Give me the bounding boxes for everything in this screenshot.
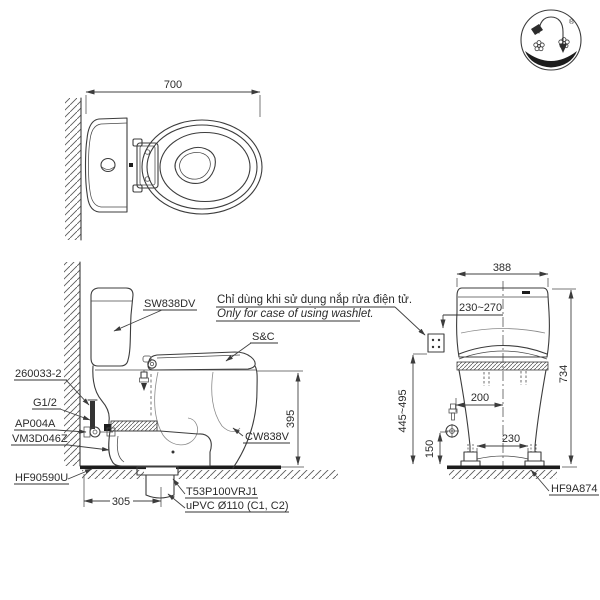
dimension-395: 395 xyxy=(257,370,303,466)
water-surface xyxy=(174,146,216,184)
bowl-front-view xyxy=(458,369,547,467)
note-leader xyxy=(394,306,426,336)
flush-button[interactable] xyxy=(100,157,116,173)
dim-150-value: 150 xyxy=(424,440,436,458)
dimension-200: 200 xyxy=(455,392,504,412)
label-supply-hose: 260033-2 xyxy=(14,368,90,406)
logo-arrow-down-icon xyxy=(559,44,567,53)
label-text: T53P100VRJ1 xyxy=(186,486,258,498)
dim-700-value: 700 xyxy=(164,79,182,91)
label-connector: VM3D046Z xyxy=(11,433,110,452)
label-text: SW838DV xyxy=(144,298,196,310)
dim-200-value: 200 xyxy=(471,392,489,404)
label-text: CW838V xyxy=(245,431,290,443)
label-thread: G1/2 xyxy=(32,397,91,421)
bowl-front-outline xyxy=(232,365,258,469)
side-view: SW838DV S&C CW838V 260033-2 G1/2 AP004A xyxy=(11,261,338,513)
dimension-305: 305 xyxy=(83,474,162,508)
seat-bolt-holes xyxy=(483,371,527,386)
dim-445-495-value: 445~495 xyxy=(397,389,409,432)
note-english: Only for case of using washlet. xyxy=(217,308,374,320)
label-text: uPVC Ø110 (C1, C2) xyxy=(186,500,289,512)
floor-line xyxy=(80,465,146,470)
dimension-230: 230 xyxy=(476,433,529,456)
water-saving-flush-logo: ® xyxy=(520,9,582,71)
label-tank: SW838DV xyxy=(113,298,197,332)
logo-circle-icon xyxy=(520,9,582,71)
label-text: 260033-2 xyxy=(15,368,62,380)
wall-hatch xyxy=(65,98,81,240)
label-text: HF9A874 xyxy=(551,483,597,495)
tank-top-view xyxy=(84,117,133,213)
trapway-curve xyxy=(154,371,198,446)
supply-valve-front xyxy=(445,403,459,438)
dimension-388: 388 xyxy=(456,262,549,287)
seat-side-view xyxy=(142,351,256,371)
floor-line xyxy=(176,465,281,470)
trap-assembly xyxy=(104,420,212,467)
label-angle-valve: AP004A xyxy=(14,418,87,434)
front-view: 388 230~270 734 445~495 200 150 xyxy=(397,262,599,496)
dimension-445-495: 445~495 xyxy=(397,353,427,465)
tank-mark xyxy=(129,163,133,167)
washlet-inlet-fitting xyxy=(139,370,149,391)
dimension-734: 734 xyxy=(552,288,577,468)
dim-395-value: 395 xyxy=(285,410,297,428)
washlet-note: Chỉ dùng khi sử dụng nắp rửa điện tử. On… xyxy=(216,293,426,336)
bowl-side-view xyxy=(92,365,258,469)
label-seat: S&C xyxy=(225,331,278,362)
logo-bowl-icon xyxy=(525,51,577,68)
dimension-150: 150 xyxy=(424,431,448,465)
registered-mark: ® xyxy=(569,18,575,26)
tank-button[interactable] xyxy=(522,291,530,294)
label-bowl: CW838V xyxy=(232,427,290,444)
flower-icon xyxy=(533,40,545,52)
note-vietnamese: Chỉ dùng khi sử dụng nắp rửa điện tử. xyxy=(217,293,412,306)
hinge-cover xyxy=(142,355,152,363)
label-fix-kit: HF9A874 xyxy=(530,469,599,496)
dim-734-value: 734 xyxy=(558,365,570,383)
supply-pipe xyxy=(90,401,95,429)
seat-gasket-band xyxy=(456,361,549,371)
dim-388-value: 388 xyxy=(493,262,511,274)
flower-icon xyxy=(558,37,570,49)
power-outlet-icon xyxy=(427,333,445,353)
logo-spout-icon xyxy=(531,24,543,35)
label-text: AP004A xyxy=(15,418,56,430)
tank-front-view xyxy=(456,287,550,371)
dim-230-270-value: 230~270 xyxy=(459,302,502,314)
seat-top-view xyxy=(141,119,263,215)
gasket-flange xyxy=(110,420,158,432)
bowl-inner-curve xyxy=(211,371,241,432)
dimension-700: 700 xyxy=(85,79,261,117)
dim-305-value: 305 xyxy=(112,496,130,508)
label-text: VM3D046Z xyxy=(12,433,68,445)
floor-hatch xyxy=(449,470,557,479)
floor-hatch xyxy=(82,470,144,479)
floor-line xyxy=(447,465,560,470)
label-drain-pipe: uPVC Ø110 (C1, C2) xyxy=(167,493,289,513)
top-view: 700 xyxy=(65,79,263,241)
dimension-230-270: 230~270 xyxy=(440,302,503,329)
seat-hinge xyxy=(147,359,157,369)
floor-hatch xyxy=(178,470,338,479)
label-text: G1/2 xyxy=(33,397,57,409)
label-floor-fix: HF90590U xyxy=(14,468,93,485)
label-outlet-flange: T53P100VRJ1 xyxy=(172,478,258,499)
arrow-down-icon xyxy=(141,383,147,391)
water-surface-inner xyxy=(179,152,211,180)
label-text: HF90590U xyxy=(15,472,68,484)
logo-faucet-icon xyxy=(538,16,564,45)
dim-230-value: 230 xyxy=(502,433,520,445)
label-text: S&C xyxy=(252,331,275,343)
